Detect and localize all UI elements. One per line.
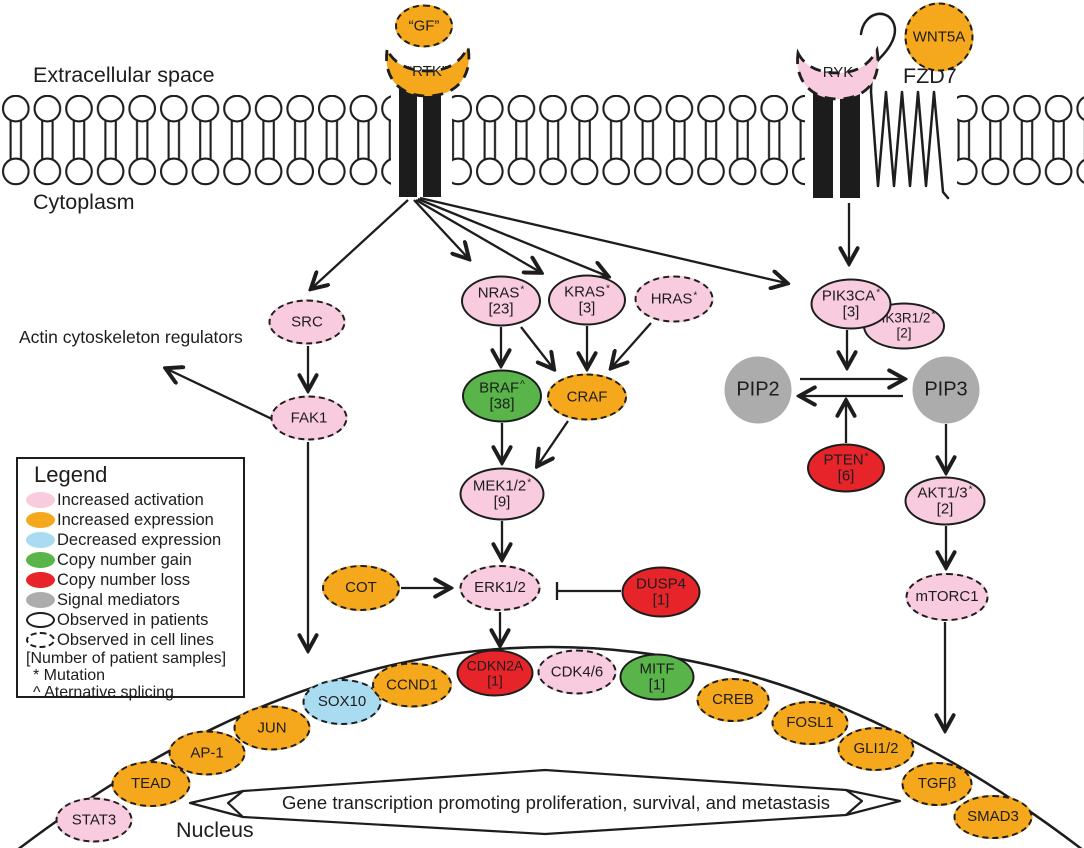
nucleus-label: Nucleus bbox=[176, 818, 254, 842]
legend-title: Legend bbox=[34, 462, 108, 487]
node-src: SRC bbox=[268, 299, 346, 345]
legend-note-splicing: ^ Aternative splicing bbox=[33, 684, 174, 701]
node-cdk46: CDK4/6 bbox=[537, 649, 617, 695]
node-mek12: MEK1/2* [9] bbox=[459, 467, 545, 521]
node-stat3: STAT3 bbox=[55, 797, 133, 843]
transcription-banner-text: Gene transcription promoting proliferati… bbox=[281, 792, 831, 813]
ryk-crescent bbox=[796, 45, 880, 101]
rtk-receptor-bars bbox=[399, 84, 441, 197]
arrow-craf-mek bbox=[538, 420, 569, 465]
node-cot: COT bbox=[322, 565, 400, 611]
legend-item: Signal mediators bbox=[26, 590, 237, 610]
legend-item: Copy number loss bbox=[26, 570, 237, 590]
rtk-crescent bbox=[385, 42, 471, 98]
legend-item: Increased expression bbox=[26, 510, 237, 530]
node-sox10: SOX10 bbox=[302, 679, 382, 725]
legend-item: Copy number gain bbox=[26, 550, 237, 570]
node-tgfb: TGFβ bbox=[901, 762, 973, 806]
node-braf: BRAF^ [38] bbox=[462, 369, 542, 423]
node-wnt5a: WNT5A bbox=[904, 2, 974, 72]
gf-label: “GF” bbox=[408, 17, 440, 35]
transcription-banner bbox=[188, 768, 902, 836]
legend-note-samples: [Number of patient samples] bbox=[26, 650, 227, 667]
node-pik3ca: PIK3CA* [3] bbox=[810, 278, 892, 330]
legend-swatch-red bbox=[26, 572, 55, 588]
cytoplasm-label: Cytoplasm bbox=[33, 190, 135, 214]
node-craf: CRAF bbox=[547, 373, 627, 421]
actin-regulators-label: Actin cytoskeleton regulators bbox=[19, 327, 243, 347]
legend-item: Observed in cell lines bbox=[26, 630, 237, 650]
node-pip2: PIP2 bbox=[724, 356, 792, 424]
legend-swatch-pink bbox=[26, 492, 55, 508]
arrow-rtk-pik3ca bbox=[419, 196, 786, 283]
fzd7-serpentine bbox=[859, 12, 950, 200]
node-gli12: GLI1/2 bbox=[837, 727, 915, 771]
node-mitf: MITF [1] bbox=[619, 653, 695, 701]
node-fosl1: FOSL1 bbox=[771, 701, 849, 745]
ryk-label: RYK bbox=[822, 64, 854, 81]
node-tead: TEAD bbox=[111, 761, 191, 807]
legend-note-mutation: * Mutation bbox=[33, 667, 106, 684]
legend-item: Increased activation bbox=[26, 490, 237, 510]
arrow-rtk-kras bbox=[415, 199, 540, 272]
ryk-receptor-bars bbox=[813, 87, 860, 198]
node-ap1: AP-1 bbox=[168, 730, 246, 776]
extracellular-space-label: Extracellular space bbox=[33, 63, 215, 87]
arrow-rtk-src bbox=[312, 199, 409, 288]
node-hras: HRAS* bbox=[634, 275, 714, 323]
legend-swatch-orange bbox=[26, 512, 55, 528]
node-akt13: AKT1/3* [2] bbox=[904, 476, 986, 526]
node-smad3: SMAD3 bbox=[953, 795, 1033, 839]
legend-item: Decreased expression bbox=[26, 530, 237, 550]
node-nras: NRAS* [23] bbox=[461, 275, 541, 327]
arrow-rtk-hras bbox=[417, 197, 607, 276]
node-jun: JUN bbox=[233, 705, 311, 751]
arrow-rtk-nras bbox=[413, 199, 468, 258]
signal-arrows bbox=[167, 196, 946, 729]
arrow-fak1-actin bbox=[167, 369, 273, 421]
node-creb: CREB bbox=[696, 678, 770, 722]
legend-box: Legend Increased activation Increased ex… bbox=[16, 457, 245, 701]
rtk-label: “RTK” bbox=[407, 63, 447, 80]
node-mtorc1: mTORC1 bbox=[905, 573, 989, 621]
legend-swatch-blue bbox=[26, 532, 55, 548]
legend-swatch-dashed-outline bbox=[26, 632, 55, 648]
node-pten: PTEN* [6] bbox=[807, 443, 885, 493]
arrow-nras-craf bbox=[520, 326, 553, 368]
node-erk12: ERK1/2 bbox=[459, 565, 541, 611]
node-dusp4: DUSP4 [1] bbox=[621, 566, 701, 618]
legend-swatch-grey bbox=[26, 592, 55, 608]
legend-item: Observed in patients bbox=[26, 610, 237, 630]
legend-swatch-green bbox=[26, 552, 55, 568]
node-cdkn2a: CDKN2A [1] bbox=[456, 649, 534, 697]
node-gf: “GF” bbox=[395, 4, 453, 48]
legend-swatch-solid-outline bbox=[26, 612, 55, 628]
arrow-hras-craf bbox=[612, 322, 652, 367]
node-kras: KRAS* [3] bbox=[548, 274, 626, 326]
node-pip3: PIP3 bbox=[912, 356, 980, 424]
node-ccnd1: CCND1 bbox=[372, 662, 452, 708]
wnt5a-label: WNT5A bbox=[912, 28, 966, 46]
node-fak1: FAK1 bbox=[270, 395, 348, 441]
